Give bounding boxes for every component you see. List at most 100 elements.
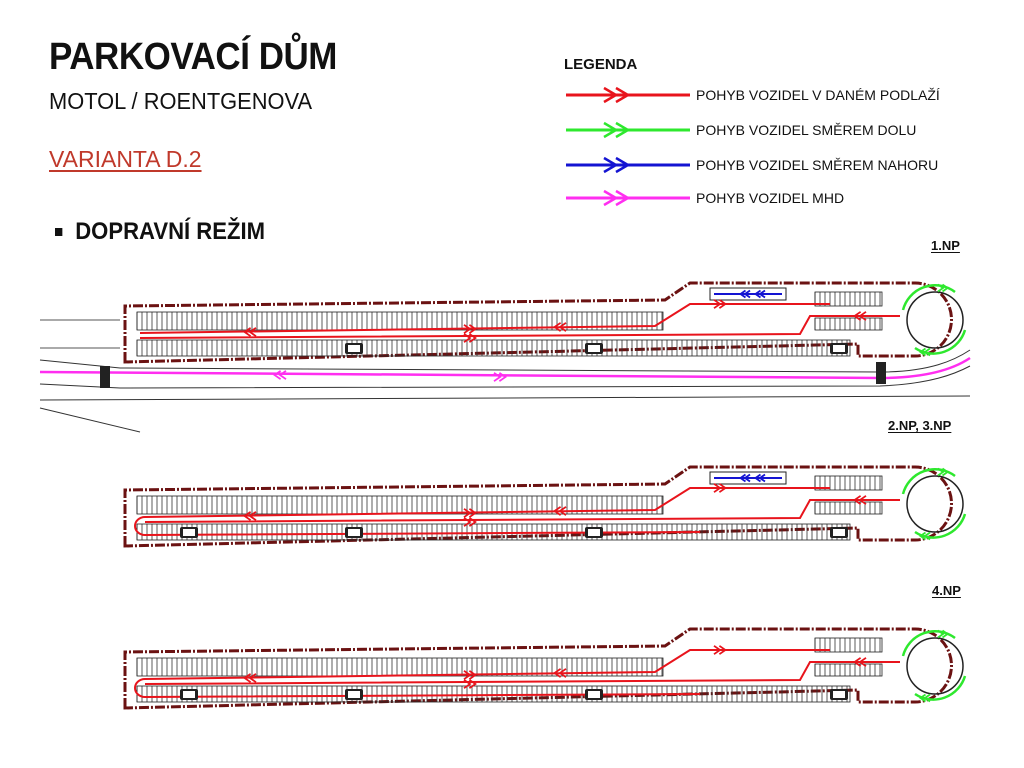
building-outline xyxy=(123,281,953,364)
flow-arrow xyxy=(463,333,472,343)
flow-arrow xyxy=(758,289,766,299)
legend-chevron xyxy=(615,121,631,139)
ramp-core xyxy=(906,475,964,533)
parking-stalls xyxy=(814,664,881,676)
legend-item-bus: POHYB VOZIDEL MHD xyxy=(564,186,844,210)
legend-label: POHYB VOZIDEL SMĚREM NAHORU xyxy=(696,157,939,173)
red-flow-path xyxy=(144,649,900,685)
flow-arrow xyxy=(753,289,762,299)
flow-arrow xyxy=(468,324,477,334)
flow-arrow xyxy=(937,283,945,293)
ramp-core xyxy=(906,291,964,349)
legend-label: POHYB VOZIDEL MHD xyxy=(696,190,845,206)
flow-arrow xyxy=(463,324,472,334)
flow-arrow xyxy=(243,327,252,337)
legend-label: POHYB VOZIDEL V DANÉM PODLAŽÍ xyxy=(696,87,940,103)
parking-row xyxy=(814,317,883,331)
section-heading-text: DOPRAVNÍ REŽIM xyxy=(75,218,265,245)
flow-arrow xyxy=(463,670,472,680)
red-turn-loop xyxy=(134,678,701,699)
flow-arrow xyxy=(743,473,751,483)
floor-plan-1np xyxy=(39,281,971,433)
legend-item-down: POHYB VOZIDEL SMĚREM DOLU xyxy=(564,118,916,142)
legend-swatch-3 xyxy=(566,189,690,207)
flow-arrow xyxy=(248,511,257,521)
ramp-up-lane xyxy=(709,471,787,485)
flow-arrow xyxy=(858,495,867,505)
green-double-arrow-icon xyxy=(566,121,690,139)
flow-arrow xyxy=(937,629,945,639)
car-window xyxy=(833,345,845,352)
flow-arrow xyxy=(937,467,945,477)
flow-arrow xyxy=(858,657,867,667)
flow-arrow xyxy=(463,679,472,689)
legend-swatch-2 xyxy=(566,156,690,174)
flow-arrow xyxy=(918,693,927,703)
flow-arrow xyxy=(273,370,282,380)
flow-arrow xyxy=(718,645,727,655)
flow-arrow xyxy=(468,517,477,527)
section-heading: DOPRAVNÍ REŽIM xyxy=(55,218,265,246)
car-window xyxy=(348,691,360,698)
legend-chevron xyxy=(615,86,631,104)
flow-arrow xyxy=(468,679,477,689)
flow-arrow xyxy=(248,673,257,683)
flow-arrow xyxy=(743,289,751,299)
flow-arrow xyxy=(713,299,722,309)
car-window xyxy=(833,529,845,536)
entry-lane xyxy=(40,319,120,349)
parking-row xyxy=(136,339,851,357)
legend-swatch-1 xyxy=(566,121,690,139)
flow-arrow xyxy=(923,693,931,703)
flow-arrow xyxy=(858,311,867,321)
floor-plan-4np xyxy=(123,627,967,710)
flow-arrow xyxy=(468,508,477,518)
blue-double-arrow-icon xyxy=(566,156,690,174)
car-window xyxy=(183,691,195,698)
flow-arrow xyxy=(278,370,287,380)
building-outline xyxy=(123,465,953,548)
car-window xyxy=(833,691,845,698)
parking-row xyxy=(814,637,883,653)
red-flow-path xyxy=(139,303,900,339)
car-window xyxy=(183,529,195,536)
page-subtitle: MOTOL / ROENTGENOVA xyxy=(49,88,313,114)
parking-row xyxy=(814,291,883,307)
floor-plan-2np-3np xyxy=(123,465,967,548)
car-window xyxy=(348,529,360,536)
flow-arrow xyxy=(468,670,477,680)
flow-arrow xyxy=(738,473,747,483)
car-window xyxy=(348,345,360,352)
legend-chevron xyxy=(615,156,631,174)
car-window xyxy=(588,529,600,536)
parking-row xyxy=(814,501,883,515)
page-title: PARKOVACÍ DŮM xyxy=(49,36,337,78)
flow-arrow xyxy=(463,508,472,518)
red-turn-loop xyxy=(134,516,701,537)
flow-arrow xyxy=(918,347,927,357)
flow-arrow xyxy=(941,629,950,639)
building-outline xyxy=(123,627,953,710)
flow-arrow xyxy=(753,473,762,483)
flow-arrow xyxy=(918,531,927,541)
flow-arrow xyxy=(758,473,766,483)
flow-arrow xyxy=(923,347,931,357)
barrier-gate xyxy=(100,366,110,388)
flow-arrow xyxy=(713,483,722,493)
car-window xyxy=(588,691,600,698)
red-flow-path xyxy=(144,487,900,523)
floor-label-4np: 4.NP xyxy=(932,583,961,598)
legend-item-inside-floor: POHYB VOZIDEL V DANÉM PODLAŽÍ xyxy=(564,83,940,107)
parking-stalls xyxy=(814,318,881,330)
flow-arrow xyxy=(463,517,472,527)
legend-chevron xyxy=(603,121,619,139)
legend-chevron xyxy=(603,86,619,104)
legend-swatch-0 xyxy=(566,86,690,104)
flow-arrow xyxy=(553,668,562,678)
parking-stalls xyxy=(814,502,881,514)
flow-arrow xyxy=(558,668,567,678)
ramp-up-lane xyxy=(709,287,787,301)
flow-arrow xyxy=(941,283,950,293)
ramp-core xyxy=(906,637,964,695)
